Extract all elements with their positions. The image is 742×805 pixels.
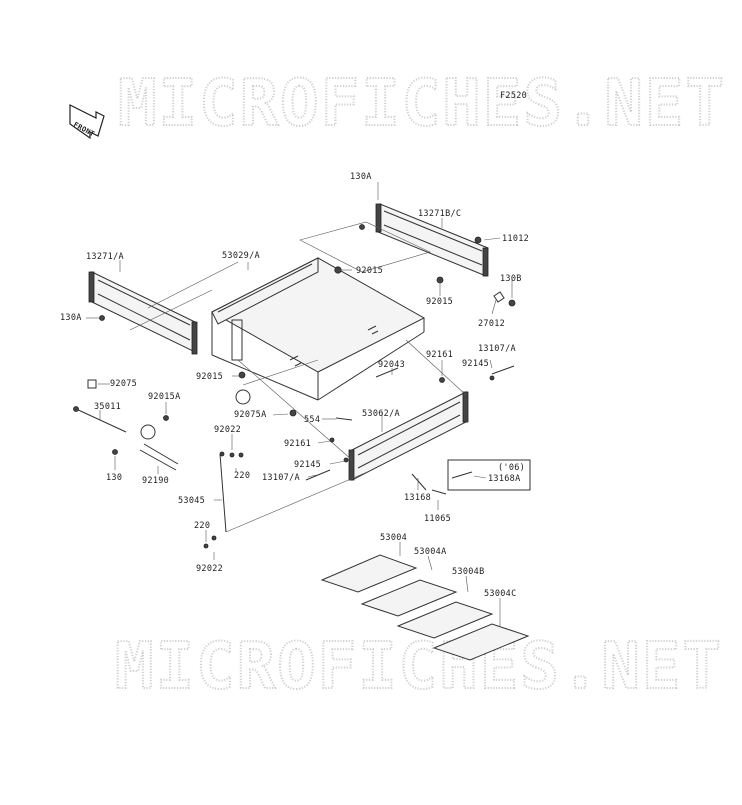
label-92075a: 92075A <box>234 410 267 420</box>
label-53045: 53045 <box>178 496 205 506</box>
label-92015-right: 92015 <box>426 297 453 307</box>
label-92161-left: 92161 <box>284 439 311 449</box>
label-53062a: 53062/A <box>362 409 400 419</box>
ref-circle-a-1 <box>235 389 251 405</box>
label-92015-center: 92015 <box>356 266 383 276</box>
label-13271bc: 13271B/C <box>418 209 461 219</box>
label-92145-left: 92145 <box>294 460 321 470</box>
front-arrow-icon: FRONT <box>69 104 105 140</box>
label-130: 130 <box>106 473 122 483</box>
label-13107a-right: 13107/A <box>478 344 516 354</box>
label-92015-left: 92015 <box>196 372 223 382</box>
mats <box>320 554 530 661</box>
watermark-bottom: MICROFICHES.NET <box>115 630 723 704</box>
tail-gate <box>348 391 469 481</box>
label-27012: 27012 <box>478 319 505 329</box>
label-53004b: 53004B <box>452 567 485 577</box>
watermark-top: MICROFICHES.NET <box>118 67 726 141</box>
label-53029a: 53029/A <box>222 251 260 261</box>
leader-lines <box>86 182 513 626</box>
side-panel-left <box>88 271 198 355</box>
label-554: 554 <box>304 415 320 425</box>
figure-code: F2520 <box>500 91 527 101</box>
label-130a-left: 130A <box>60 313 82 323</box>
label-92145-right: 92145 <box>462 359 489 369</box>
label-220-bottom: 220 <box>194 521 210 531</box>
label-11012: 11012 <box>502 234 529 244</box>
label-130a-top: 130A <box>350 172 372 182</box>
ref-circle-a-2 <box>140 424 156 440</box>
label-92022-bottom: 92022 <box>196 564 223 574</box>
label-53004: 53004 <box>380 533 407 543</box>
label-92022-top: 92022 <box>214 425 241 435</box>
label-53004a: 53004A <box>414 547 447 557</box>
label-92075: 92075 <box>110 379 137 389</box>
label-92161-right: 92161 <box>426 350 453 360</box>
bracket-06 <box>447 459 531 491</box>
label-220-top: 220 <box>234 471 250 481</box>
label-35011: 35011 <box>94 402 121 412</box>
label-13107a-left: 13107/A <box>262 473 300 483</box>
label-92015a: 92015A <box>148 392 181 402</box>
label-130b: 130B <box>500 274 522 284</box>
label-06: ('06) <box>498 463 525 473</box>
cargo-bed <box>210 257 426 401</box>
label-13168a: 13168A <box>488 474 521 484</box>
label-13168: 13168 <box>404 493 431 503</box>
label-13271a: 13271/A <box>86 252 124 262</box>
label-11065: 11065 <box>424 514 451 524</box>
label-53004c: 53004C <box>484 589 517 599</box>
label-92190: 92190 <box>142 476 169 486</box>
label-92043: 92043 <box>378 360 405 370</box>
side-panel-right <box>375 203 489 277</box>
